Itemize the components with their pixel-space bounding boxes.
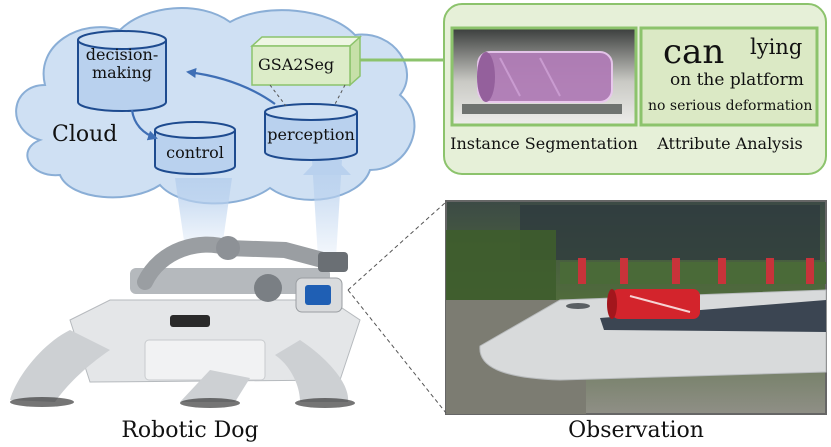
- cloud-label: Cloud: [52, 122, 118, 147]
- gsa2seg-module: [250, 35, 362, 87]
- arrow-perception-to-decision: [186, 68, 276, 105]
- segmentation-image: [450, 26, 638, 127]
- robot-dog: [10, 236, 361, 408]
- arrow-decision-to-control: [130, 109, 158, 141]
- decision-making-label: decision- making: [85, 45, 159, 83]
- attribute-box: [639, 26, 819, 127]
- downlink-beam: [175, 178, 232, 248]
- gsa2seg-label: GSA2Seg: [258, 55, 335, 74]
- decision-making-node: [77, 30, 167, 112]
- uplink-arrowhead: [303, 150, 351, 175]
- uplink-beam: [312, 160, 342, 258]
- robot-caption: Robotic Dog: [121, 418, 259, 443]
- zoom-line-bottom: [347, 289, 447, 414]
- attribute-location: on the platform: [670, 70, 804, 90]
- perception-label: perception: [267, 125, 355, 144]
- observation-caption: Observation: [568, 418, 704, 443]
- gsa2seg-dash-right: [333, 84, 346, 107]
- perception-node: [264, 103, 358, 161]
- attribute-caption: Attribute Analysis: [657, 134, 803, 153]
- observation-photo: [445, 200, 827, 415]
- attribute-object: can: [663, 32, 725, 72]
- gsa2seg-dash-left: [269, 84, 287, 107]
- attribute-state: lying: [750, 35, 803, 59]
- attribute-condition: no serious deformation: [648, 98, 813, 114]
- control-label: control: [166, 143, 224, 162]
- segmentation-caption: Instance Segmentation: [450, 134, 638, 153]
- zoom-line-top: [347, 201, 447, 291]
- control-node: [154, 121, 236, 175]
